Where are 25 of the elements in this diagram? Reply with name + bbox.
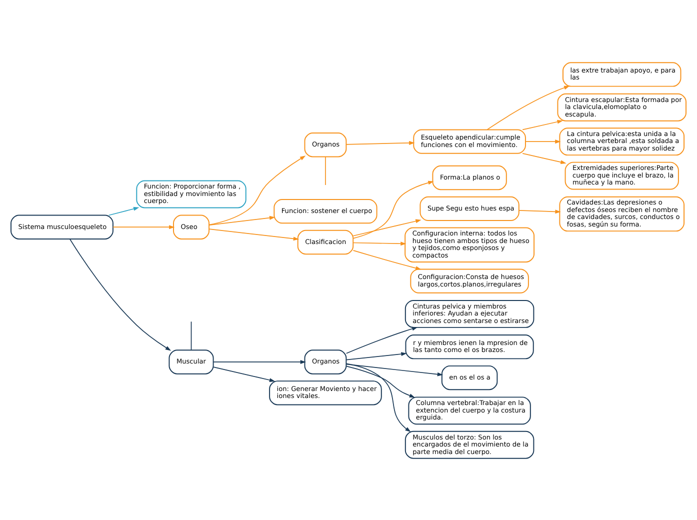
arrow xyxy=(352,241,406,246)
arrow xyxy=(346,352,407,360)
arrow xyxy=(486,85,570,130)
arrow xyxy=(346,362,411,432)
connector xyxy=(190,320,192,350)
arrow xyxy=(518,209,561,214)
arrow xyxy=(346,363,444,376)
arrow xyxy=(346,140,415,144)
arrow xyxy=(346,365,416,398)
arrow xyxy=(112,224,175,229)
arrow xyxy=(213,366,276,382)
arrow xyxy=(208,155,306,225)
arrow xyxy=(352,218,422,236)
arrow xyxy=(346,326,418,354)
arrow xyxy=(208,215,276,225)
arrow xyxy=(522,119,563,130)
arrow xyxy=(352,250,422,270)
connector xyxy=(325,156,326,185)
arrow xyxy=(522,152,566,164)
arrow xyxy=(70,238,172,350)
arrow xyxy=(352,180,434,238)
arrow xyxy=(108,206,140,216)
arrow xyxy=(208,228,300,240)
arrow xyxy=(213,360,306,364)
arrow xyxy=(525,139,561,144)
